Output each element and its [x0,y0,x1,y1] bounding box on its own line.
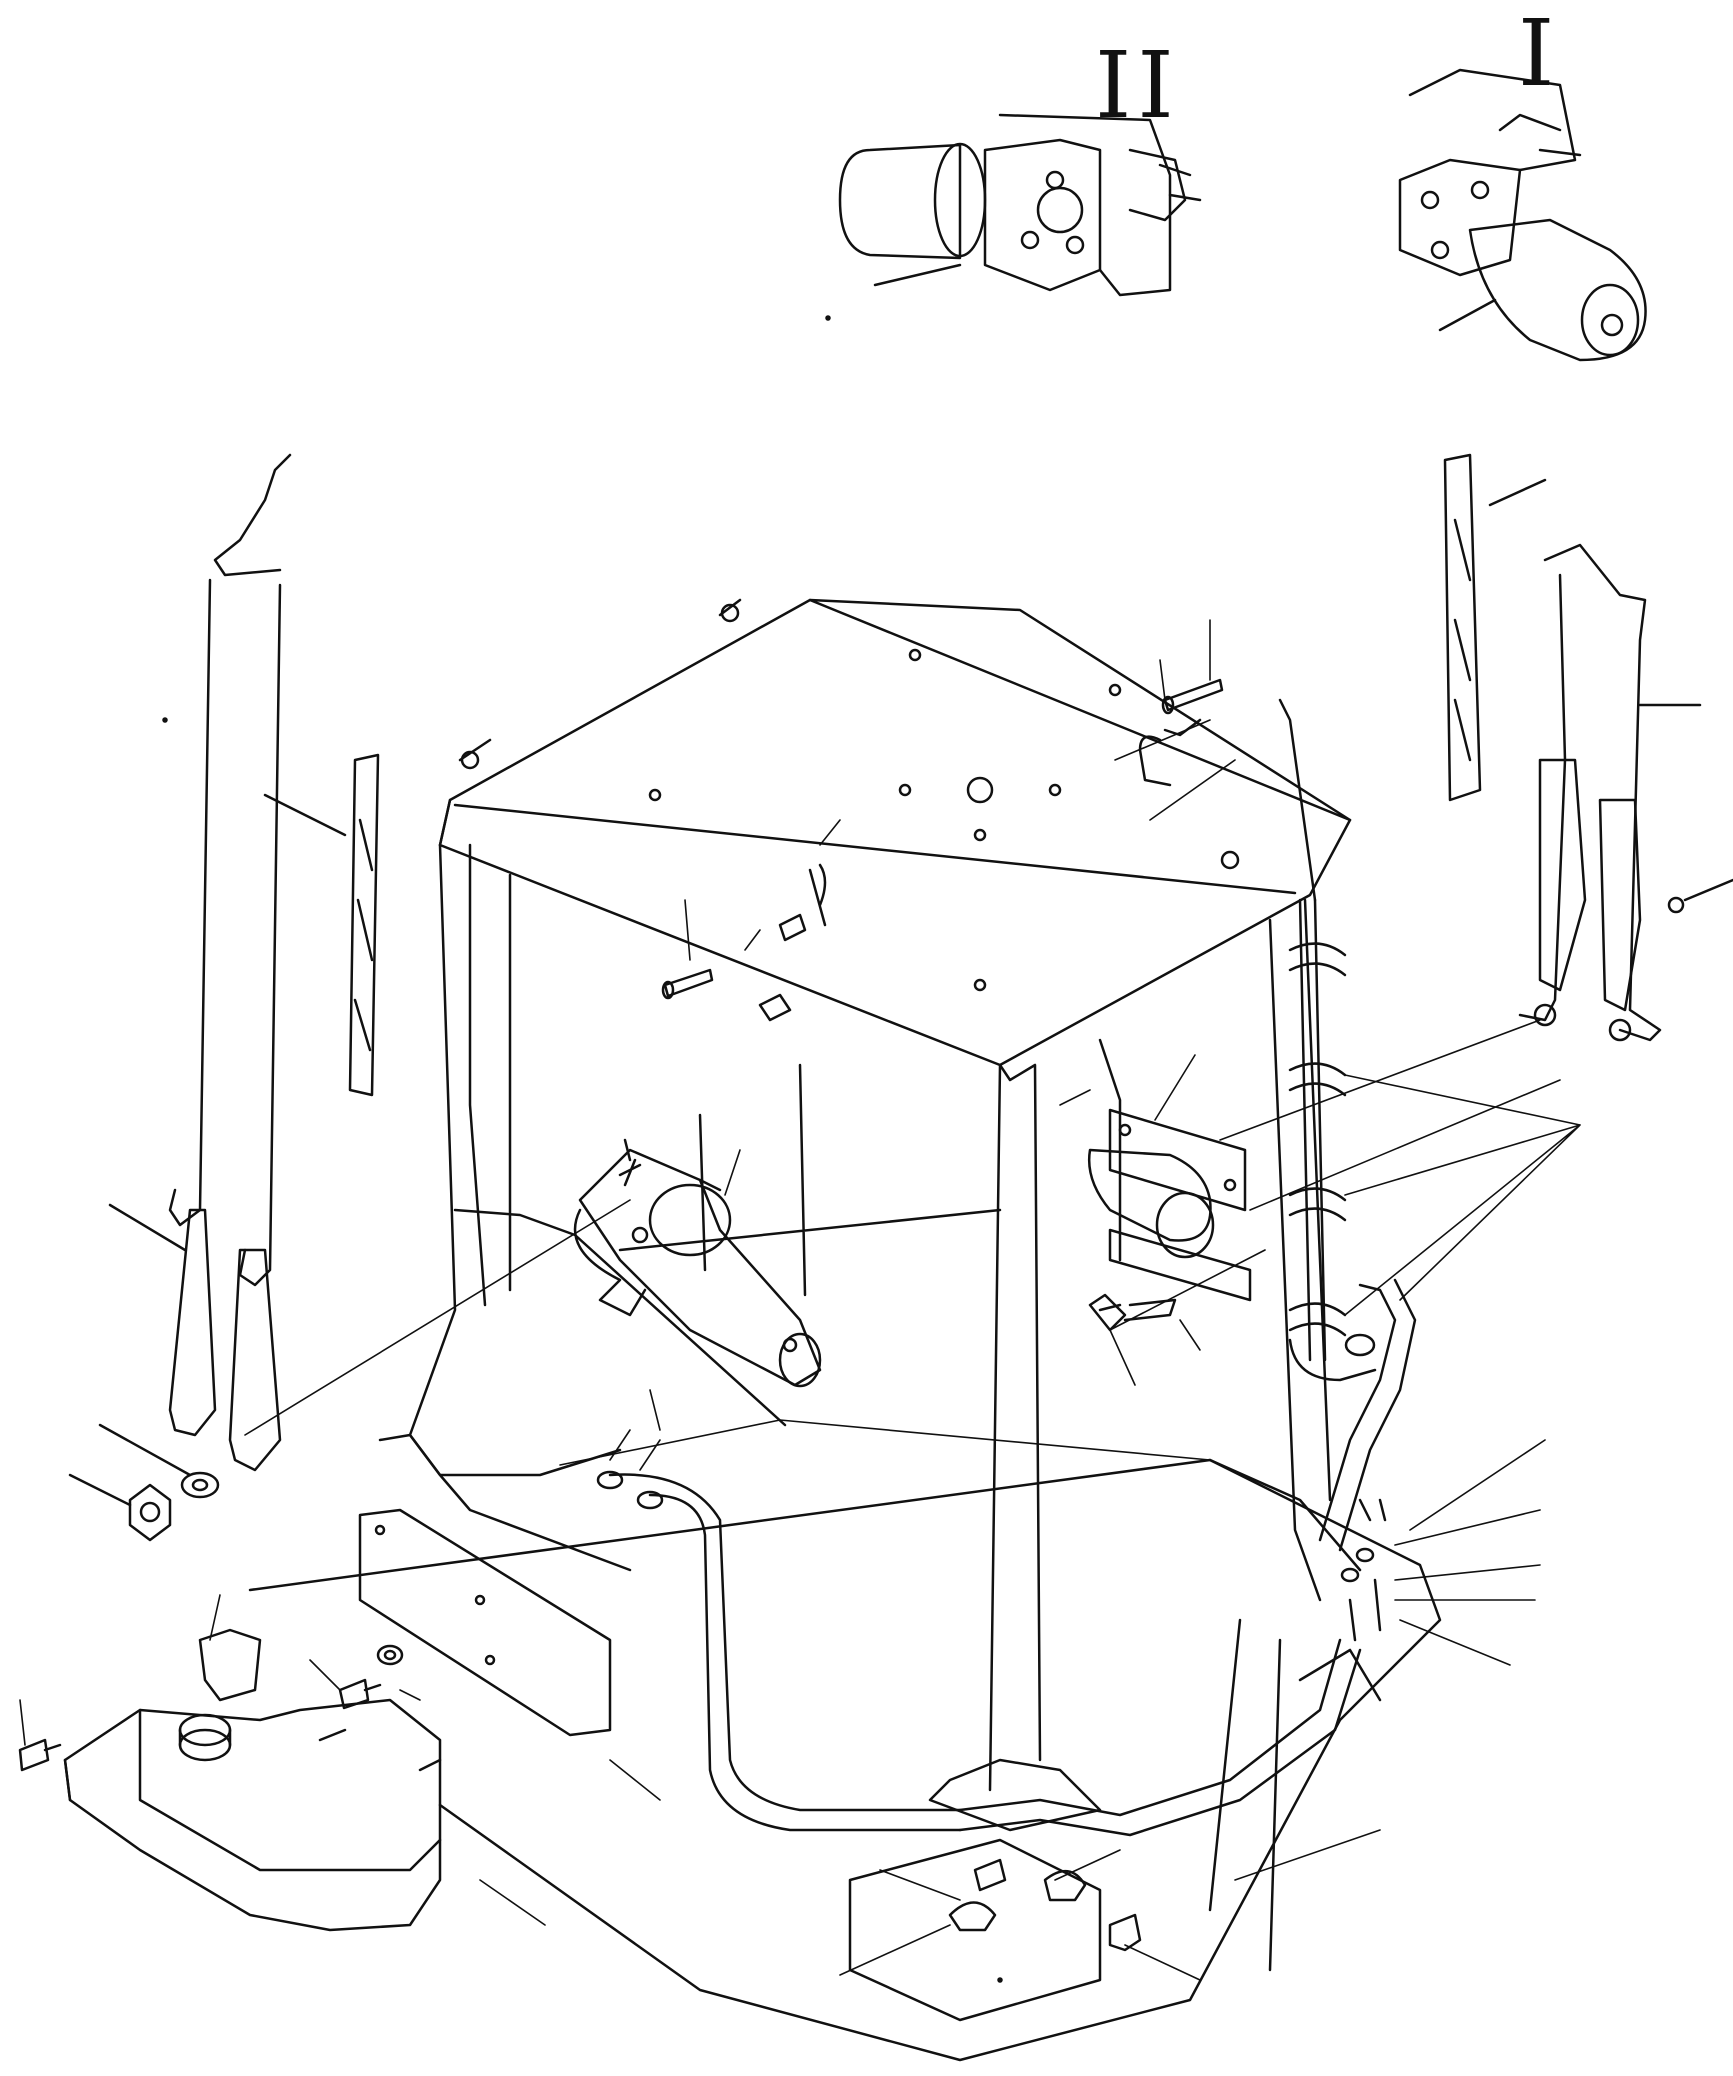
washer-tank [65,1630,440,1930]
bolts [20,680,1222,1950]
wiper-motor-detail-i [1400,70,1646,360]
wiper-motor-detail-ii [840,115,1200,295]
rear-wiper-motor [1089,1110,1250,1300]
hose-clamps [950,944,1345,1930]
washer-hoses [598,700,1415,1835]
view-label-ii: II [1095,32,1180,139]
front-wiper-motor [575,1140,820,1386]
nut-and-washer [70,1425,218,1540]
wiper-blade-left [265,755,378,1095]
wiper-arm-right [1520,545,1700,1040]
wiper-arm-left [110,455,1733,1470]
wiper-blade-right [1445,455,1545,800]
leader-lines [20,620,1580,1980]
cab-frame [250,600,1440,2060]
mounting-plate [360,1510,610,1735]
